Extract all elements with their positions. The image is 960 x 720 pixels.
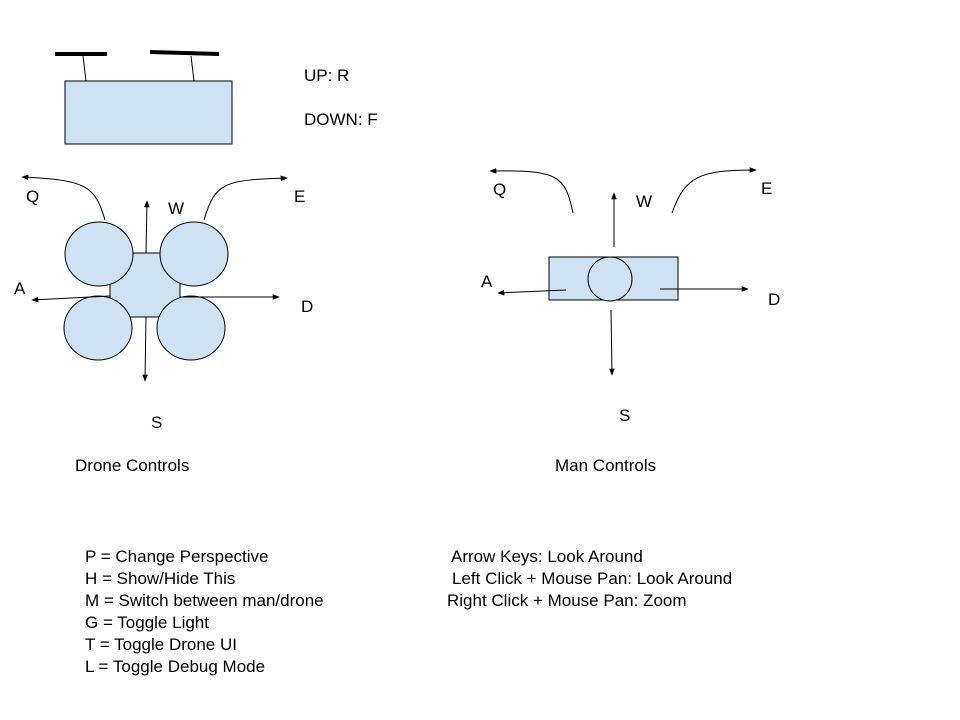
drone-arrow-left — [31, 295, 111, 303]
drone-key-e: E — [294, 187, 306, 206]
drone-rotor-top-right — [159, 221, 229, 287]
right-rotor-shaft — [190, 55, 195, 82]
mouse-control-item: Arrow Keys: Look Around — [451, 547, 643, 566]
drone-side-body — [64, 80, 233, 145]
mouse-control-item: Right Click + Mouse Pan: Zoom — [447, 591, 687, 610]
mouse-controls-list: Arrow Keys: Look Around Left Click + Mou… — [447, 546, 732, 612]
man-key-s: S — [619, 406, 631, 425]
drone-controls-caption: Drone Controls — [75, 456, 190, 475]
left-rotor-shaft — [82, 55, 87, 82]
drone-rotor-bottom-right — [156, 295, 226, 361]
down-key-label: DOWN: F — [304, 110, 378, 129]
man-key-w: W — [636, 192, 653, 211]
man-key-q: Q — [493, 180, 507, 199]
general-control-item: M = Switch between man/drone — [85, 591, 324, 610]
man-arrow-left — [497, 289, 567, 296]
general-control-item: L = Toggle Debug Mode — [85, 657, 266, 676]
drone-rotor-bottom-left — [63, 295, 133, 361]
man-key-e: E — [761, 179, 773, 198]
drone-key-w: W — [168, 199, 185, 218]
mouse-control-item: Left Click + Mouse Pan: Look Around — [452, 569, 733, 588]
drone-arrow-back — [142, 316, 148, 382]
right-rotor-blade — [149, 50, 220, 56]
general-control-item: G = Toggle Light — [85, 613, 209, 632]
drone-key-a: A — [14, 279, 26, 298]
drone-key-d: D — [301, 297, 314, 316]
drone-key-s: S — [151, 413, 163, 432]
drone-side-view — [55, 50, 233, 145]
drone-arrow-forward — [144, 200, 150, 254]
drone-arrow-rotate-right — [203, 175, 288, 221]
drone-arrow-rotate-left — [21, 174, 106, 221]
up-key-label: UP: R — [304, 66, 350, 85]
drone-top-view — [21, 174, 288, 382]
man-head — [587, 256, 633, 302]
man-arrow-rotate-left — [489, 168, 574, 214]
man-top-view — [489, 167, 757, 376]
general-control-item: T = Toggle Drone UI — [85, 635, 237, 654]
man-arrow-back — [609, 309, 615, 376]
man-key-a: A — [481, 272, 493, 291]
general-controls-list: P = Change Perspective H = Show/Hide Thi… — [85, 546, 324, 678]
drone-rotor-top-left — [64, 221, 134, 287]
man-key-d: D — [768, 290, 781, 309]
man-arrow-rotate-right — [671, 167, 757, 214]
man-controls-caption: Man Controls — [555, 456, 657, 475]
general-control-item: H = Show/Hide This — [85, 569, 236, 588]
general-control-item: P = Change Perspective — [85, 547, 269, 566]
drone-key-q: Q — [26, 187, 40, 206]
